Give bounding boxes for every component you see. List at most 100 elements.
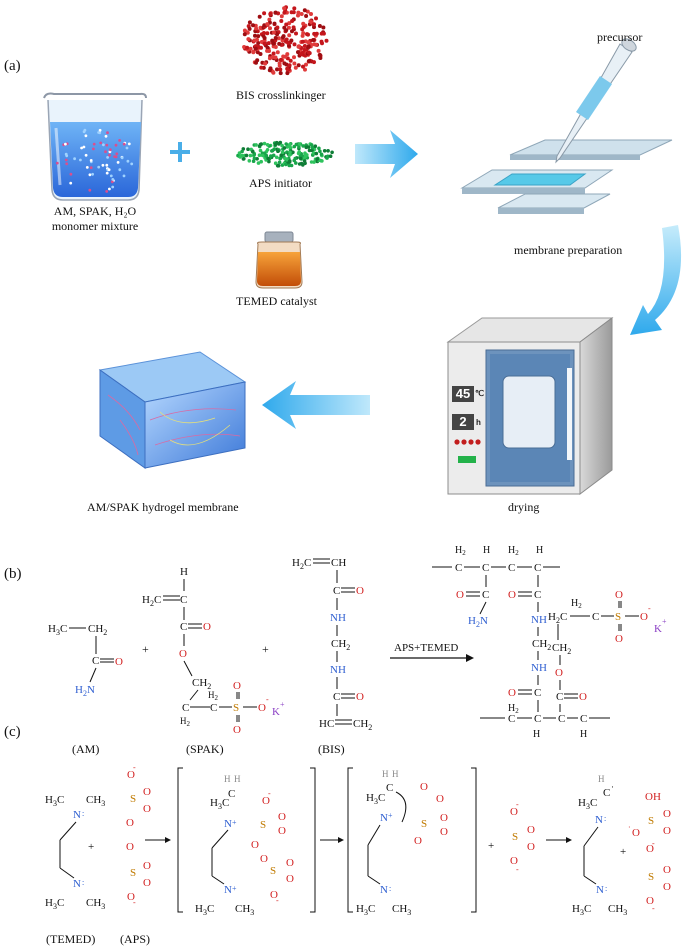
particle bbox=[106, 131, 109, 135]
particle bbox=[258, 52, 263, 56]
svg-text:N: N bbox=[595, 814, 603, 826]
svg-text:O: O bbox=[527, 824, 535, 836]
temed-bottle-icon bbox=[255, 231, 303, 289]
particle bbox=[314, 16, 318, 21]
particle bbox=[309, 160, 314, 164]
svg-text:O: O bbox=[527, 841, 535, 853]
particle bbox=[277, 41, 282, 46]
particle bbox=[273, 36, 278, 40]
particle bbox=[106, 156, 109, 159]
particle bbox=[122, 174, 126, 178]
temed-name-label: (TEMED) bbox=[46, 932, 96, 946]
particle bbox=[102, 143, 105, 147]
particle bbox=[241, 157, 246, 161]
particle bbox=[125, 146, 129, 150]
svg-text:C: C bbox=[592, 611, 599, 623]
svg-text:H3C: H3C bbox=[366, 792, 385, 806]
am-name-label: (AM) bbox=[72, 742, 100, 756]
svg-text:O: O bbox=[640, 611, 648, 623]
particle bbox=[107, 168, 111, 172]
svg-text:-: - bbox=[266, 695, 269, 704]
particle bbox=[289, 10, 294, 15]
svg-text:CH3: CH3 bbox=[235, 903, 254, 917]
svg-text:+: + bbox=[488, 840, 494, 852]
particle bbox=[315, 157, 320, 161]
particle bbox=[288, 150, 292, 155]
particle bbox=[280, 150, 285, 155]
svg-text:H3C: H3C bbox=[48, 623, 67, 637]
particle bbox=[292, 6, 297, 11]
svg-text:O: O bbox=[126, 841, 134, 853]
svg-text:O: O bbox=[143, 786, 151, 798]
particle bbox=[316, 48, 321, 53]
svg-text:C: C bbox=[534, 562, 541, 574]
svg-text:H: H bbox=[483, 545, 490, 556]
spak-name-label: (SPAK) bbox=[186, 742, 224, 756]
particle bbox=[282, 6, 287, 11]
particle bbox=[314, 151, 319, 156]
svg-text:O: O bbox=[456, 589, 464, 601]
particle bbox=[297, 145, 301, 149]
aps-structure: O - S O O O O S O O O - bbox=[126, 763, 151, 907]
particle bbox=[309, 143, 314, 147]
particle bbox=[98, 128, 102, 132]
svg-text:H: H bbox=[580, 729, 587, 740]
particle bbox=[258, 148, 263, 153]
particle bbox=[265, 22, 270, 27]
monomer-label-line1: AM, SPAK, H₂O bbox=[53, 204, 137, 218]
particle bbox=[64, 158, 68, 162]
svg-text:CH3: CH3 bbox=[608, 903, 627, 917]
svg-text:K: K bbox=[654, 623, 662, 635]
particle bbox=[110, 180, 114, 184]
particle bbox=[306, 59, 311, 64]
svg-text:O: O bbox=[143, 803, 151, 815]
monomer-label-line2: monomer mixture bbox=[51, 219, 139, 233]
particle bbox=[105, 190, 109, 193]
svg-text:O: O bbox=[414, 835, 422, 847]
svg-text:+: + bbox=[662, 617, 667, 626]
particle bbox=[97, 131, 100, 134]
svg-text:O: O bbox=[646, 895, 654, 907]
particle bbox=[113, 155, 116, 159]
svg-text::: : bbox=[82, 878, 84, 887]
hydrogel-label: AM/SPAK hydrogel membrane bbox=[87, 500, 239, 514]
particle bbox=[253, 46, 258, 51]
particle bbox=[287, 21, 292, 26]
svg-text:O: O bbox=[579, 691, 587, 703]
particle bbox=[313, 144, 318, 148]
particle bbox=[259, 65, 264, 70]
svg-text:S: S bbox=[615, 611, 621, 623]
particle bbox=[130, 162, 134, 166]
particle bbox=[321, 31, 326, 36]
particle bbox=[262, 23, 267, 28]
svg-text:N: N bbox=[380, 812, 388, 824]
svg-text:H: H bbox=[392, 769, 399, 779]
svg-text:O: O bbox=[143, 860, 151, 872]
particle bbox=[269, 154, 273, 158]
polymer-product-structure: H2 H H2 H C C C C C O H2N C O NH CH2 NH … bbox=[432, 545, 667, 740]
particle bbox=[324, 38, 329, 43]
svg-text:+: + bbox=[388, 811, 393, 820]
particle bbox=[304, 145, 309, 150]
particle bbox=[242, 32, 247, 37]
particle bbox=[259, 159, 264, 164]
particle bbox=[314, 31, 319, 36]
particle bbox=[255, 157, 259, 161]
svg-text:O: O bbox=[286, 857, 294, 869]
svg-text:O: O bbox=[632, 827, 640, 839]
process-arrow-curved bbox=[630, 225, 682, 335]
particle bbox=[254, 26, 259, 31]
particle bbox=[104, 150, 107, 154]
particle bbox=[99, 141, 103, 145]
particle bbox=[307, 51, 312, 56]
oven-time-value: 2 bbox=[459, 414, 467, 429]
svg-text:H2N: H2N bbox=[468, 615, 488, 629]
particle bbox=[84, 153, 88, 157]
particle bbox=[254, 143, 258, 147]
particle bbox=[277, 63, 282, 68]
particle bbox=[271, 153, 276, 158]
particle bbox=[319, 152, 324, 157]
particle bbox=[318, 56, 323, 60]
svg-text:H2: H2 bbox=[508, 703, 519, 715]
svg-text:H2: H2 bbox=[455, 545, 466, 557]
